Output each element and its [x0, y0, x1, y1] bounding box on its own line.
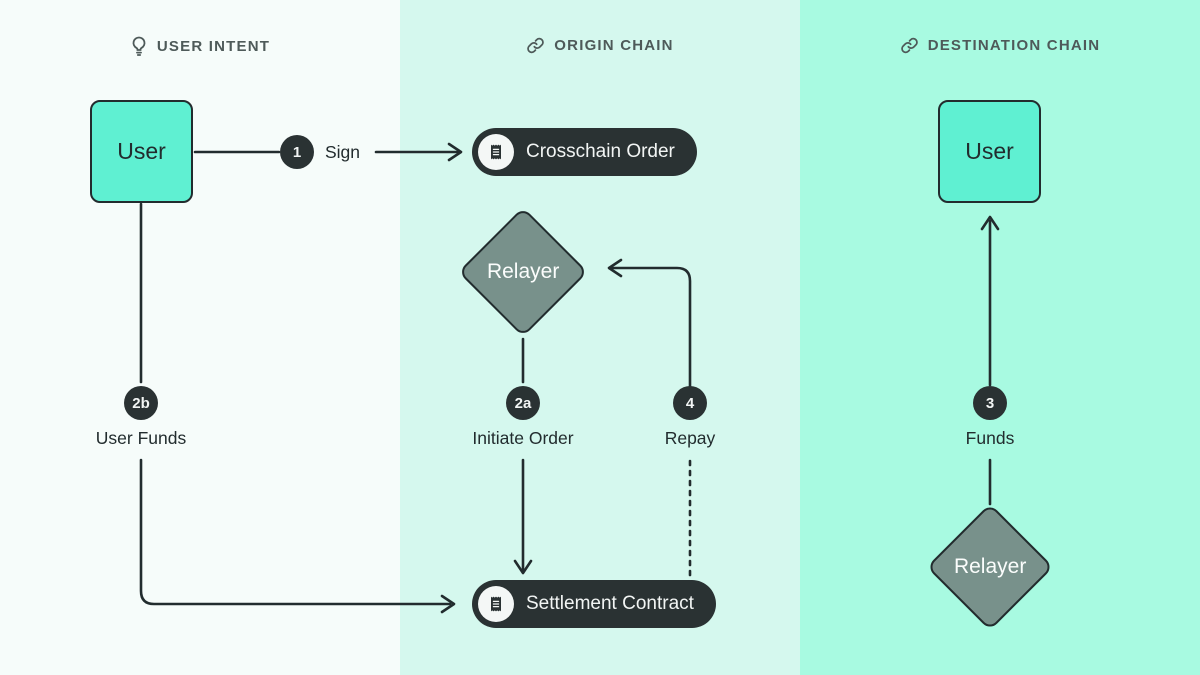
node-relayer-destination-label: Relayer — [953, 555, 1027, 578]
chain-link-icon — [900, 37, 918, 54]
step-sign-badge: 1 — [280, 135, 314, 169]
step-user-funds-badge: 2b — [124, 386, 158, 420]
step-funds-label: Funds — [965, 428, 1015, 448]
header-destination-chain: DESTINATION CHAIN — [800, 36, 1200, 55]
pill-settlement-contract: Settlement Contract — [472, 580, 716, 628]
step-initiate-order-badge: 2a — [506, 386, 540, 420]
node-user-destination-label: User — [965, 138, 1014, 164]
step-sign-label: Sign — [325, 141, 361, 162]
panel-origin-chain — [400, 0, 800, 675]
pill-settlement-contract-label: Settlement Contract — [526, 593, 694, 614]
lightbulb-icon — [132, 36, 146, 56]
header-origin-chain-label: ORIGIN CHAIN — [554, 37, 674, 54]
pill-crosschain-order-label: Crosschain Order — [526, 141, 675, 162]
header-user-intent: USER INTENT — [0, 36, 400, 56]
step-repay-badge: 4 — [673, 386, 707, 420]
header-origin-chain: ORIGIN CHAIN — [400, 36, 800, 55]
node-user-destination: User — [938, 100, 1041, 203]
receipt-icon — [478, 586, 514, 622]
step-repay-label: Repay — [664, 428, 716, 448]
chain-link-icon — [527, 37, 545, 54]
node-relayer-origin-label: Relayer — [486, 260, 560, 283]
header-user-intent-label: USER INTENT — [156, 37, 271, 55]
step-sign: 1 Sign — [280, 135, 360, 169]
header-destination-chain-label: DESTINATION CHAIN — [927, 37, 1101, 54]
panel-user-intent — [0, 0, 400, 675]
receipt-icon — [478, 134, 514, 170]
step-initiate-order-label: Initiate Order — [472, 428, 574, 448]
node-user-origin-label: User — [117, 138, 166, 164]
step-user-funds-label: User Funds — [95, 428, 187, 448]
pill-crosschain-order: Crosschain Order — [472, 128, 697, 176]
node-user-origin: User — [90, 100, 193, 203]
step-funds-badge: 3 — [973, 386, 1007, 420]
